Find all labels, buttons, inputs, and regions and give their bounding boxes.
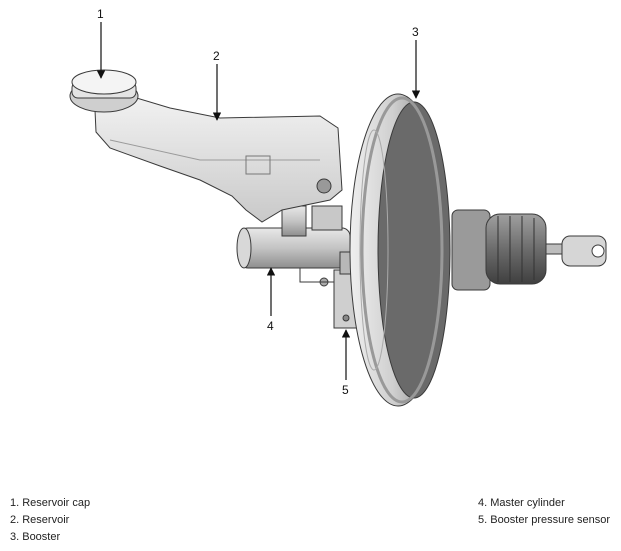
booster <box>349 93 607 407</box>
callout-4: 4 <box>267 319 274 333</box>
reservoir <box>94 95 343 223</box>
brake-booster-diagram: 1 2 3 4 5 <box>69 7 607 407</box>
legend-item-reservoir-cap: 1. Reservoir cap <box>10 497 91 509</box>
legend-item-reservoir: 2. Reservoir <box>10 514 70 526</box>
callout-3: 3 <box>412 25 419 39</box>
legend-item-master-cylinder: 4. Master cylinder <box>478 497 565 509</box>
master-cylinder <box>236 205 351 287</box>
reservoir-cap <box>69 69 139 113</box>
callout-2: 2 <box>213 49 220 63</box>
callout-5: 5 <box>342 383 349 397</box>
callout-1: 1 <box>97 7 104 21</box>
legend-item-booster: 3. Booster <box>10 531 61 543</box>
legend-item-booster-pressure-sensor: 5. Booster pressure sensor <box>478 514 611 526</box>
callout-leaders <box>96 22 421 380</box>
